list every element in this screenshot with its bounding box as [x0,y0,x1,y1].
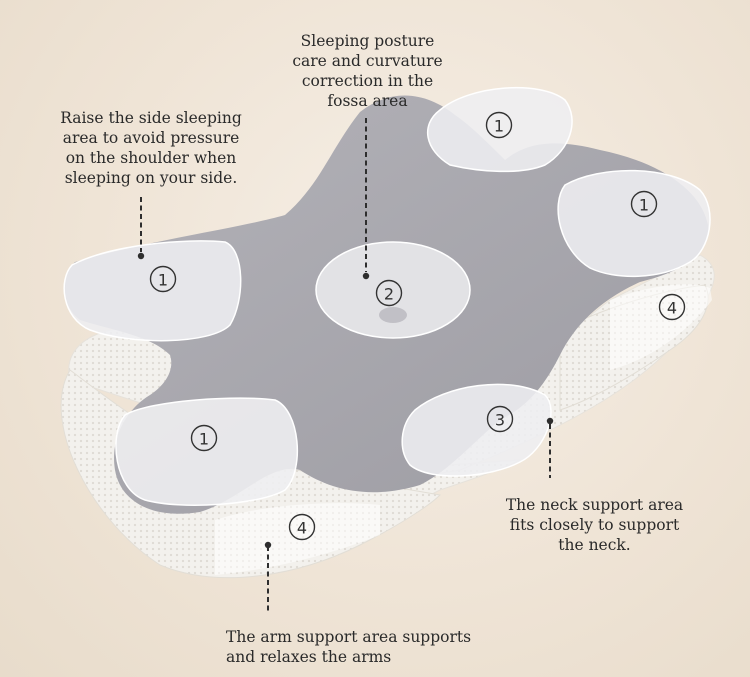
callout-fossa-line: care and curvature [292,52,443,70]
badge-2: 2 [384,285,394,304]
leader-side-dot [137,252,145,260]
callout-neck-line: the neck. [558,536,631,554]
zone-1-pad-left [63,240,242,342]
badge-4-right: 4 [667,299,677,318]
callout-fossa-line: correction in the [301,72,434,90]
badge-1-left: 1 [158,271,168,290]
callout-fossa: Sleeping posture care and curvature corr… [285,31,450,111]
badge-1-left-circle [149,265,177,293]
badge-2-circle [375,279,403,307]
badge-1-bottom-circle [190,424,218,452]
zone-1-pad-top [426,86,573,173]
zone-3-neck-pad [401,383,552,477]
badge-1-top-circle [485,111,513,139]
callout-neck-line: The neck support area [505,496,684,514]
zone-1-pad-bottom [115,397,298,506]
callout-side-line: area to avoid pressure [62,129,240,147]
leader-arm-dot [264,541,272,549]
callout-arm: The arm support area supports and relaxe… [226,627,476,667]
callout-arm-line: and relaxes the arms [226,648,392,666]
leader-lines [140,118,551,614]
badge-1-top: 1 [494,117,504,136]
badges [149,111,686,541]
callout-side-line: on the shoulder when [65,149,237,167]
callout-neck: The neck support area fits closely to su… [492,495,697,555]
center-nub [379,307,407,323]
callout-arm-line: The arm support area supports [226,628,472,646]
callout-fossa-line: fossa area [327,92,408,110]
badge-1-right-circle [630,190,658,218]
leader-neck-dot [546,417,554,425]
callout-fossa-line: Sleeping posture [300,32,435,50]
callout-side: Raise the side sleeping area to avoid pr… [45,108,257,188]
badge-3: 3 [495,411,505,430]
zone-4-strip-right [610,284,712,370]
badge-3-circle [486,405,514,433]
badge-4-right-circle [658,293,686,321]
badge-4-bottom-circle [288,513,316,541]
leader-dots [137,252,554,549]
callout-neck-line: fits closely to support [509,516,680,534]
badge-1-right: 1 [639,196,649,215]
leader-fossa-dot [362,272,370,280]
badge-1-bottom: 1 [199,430,209,449]
callout-side-line: sleeping on your side. [64,169,238,187]
zone-2-fossa-pad [315,241,471,339]
badge-4-bottom: 4 [297,519,307,538]
callout-side-line: Raise the side sleeping [60,109,242,127]
zone-1-pad-right [557,169,711,278]
